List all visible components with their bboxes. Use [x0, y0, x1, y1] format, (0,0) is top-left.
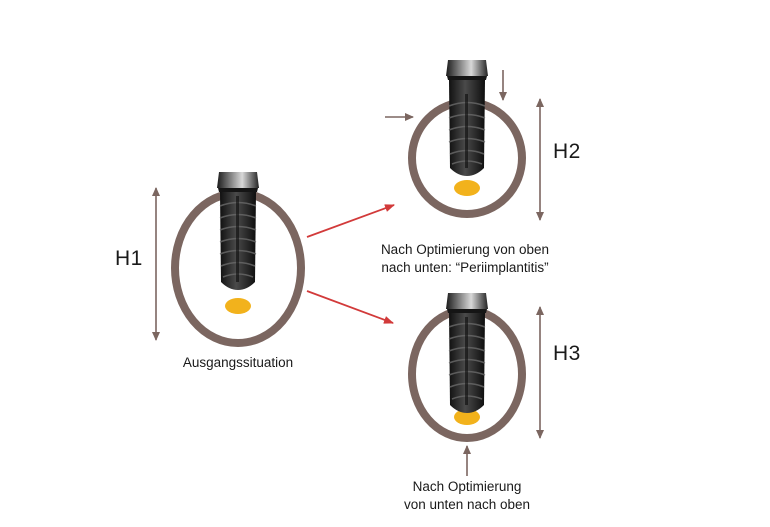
implant-bottom: [446, 293, 488, 413]
bone-spot-top: [454, 180, 480, 196]
bone-spot-bottom: [454, 409, 480, 425]
transition-arrow-to-top: [306, 204, 395, 238]
label-h1: H1: [115, 247, 143, 270]
caption-start: Ausgangssituation: [182, 355, 294, 370]
implant-top: [446, 60, 488, 176]
transition-arrow-to-bottom: [306, 290, 394, 324]
label-h3: H3: [553, 342, 581, 365]
caption-bottom: Nach Optimierung von unten nach oben: [403, 479, 531, 512]
implant-start: [217, 172, 259, 290]
caption-top: Nach Optimierung von oben nach unten: “P…: [380, 242, 550, 275]
group-top: [385, 60, 544, 221]
bone-spot-start: [225, 298, 251, 314]
group-start: [152, 172, 305, 347]
label-h2: H2: [553, 140, 581, 163]
group-bottom: [408, 293, 544, 476]
